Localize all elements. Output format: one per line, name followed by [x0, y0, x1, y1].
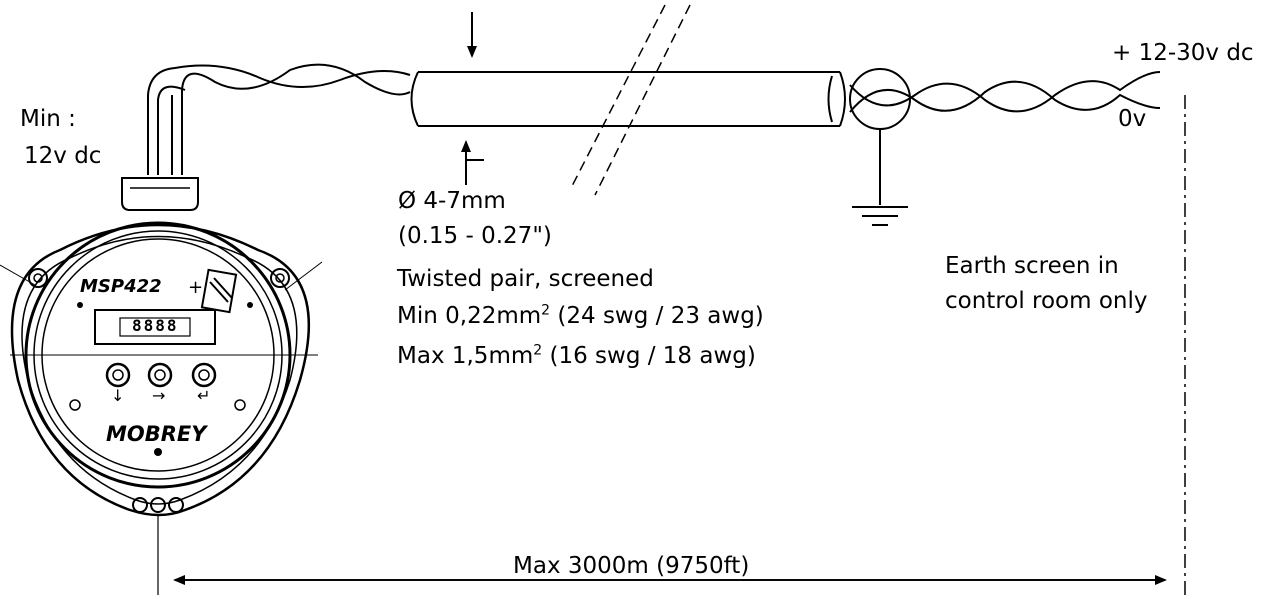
- cable-max-size-label: Max 1,5mm2 (16 swg / 18 awg): [397, 342, 756, 369]
- min-voltage-label-line2: 12v dc: [24, 143, 102, 169]
- earth-screen-label-line2: control room only: [945, 288, 1148, 314]
- device-plus-symbol: +: [188, 277, 204, 298]
- device-button-enter-symbol: ↵: [197, 386, 211, 405]
- earth-ground-icon: [852, 129, 908, 226]
- cable-diameter-mm-label: Ø 4-7mm: [398, 188, 506, 214]
- twisted-pair-left: [147, 63, 411, 175]
- device-button-right-symbol: →: [152, 386, 166, 405]
- twisted-pair-right: [849, 71, 1161, 113]
- cable-sheath: [410, 71, 846, 127]
- device-display-digits: 8888: [132, 316, 179, 335]
- cable-diameter-in-label: (0.15 - 0.27"): [398, 223, 552, 249]
- supply-positive-label: + 12-30v dc: [1112, 40, 1254, 66]
- device-button-down-symbol: ↓: [111, 386, 125, 405]
- cable-break-lines: [569, 4, 691, 196]
- max-distance-label: Max 3000m (9750ft): [513, 553, 750, 579]
- screen-ferrule: [849, 68, 911, 130]
- cable-type-label: Twisted pair, screened: [397, 266, 654, 292]
- min-voltage-label-line1: Min :: [20, 106, 76, 132]
- device-brand-label: MOBREY: [106, 422, 207, 446]
- supply-zero-label: 0v: [1118, 106, 1147, 132]
- diameter-arrows: [461, 12, 484, 185]
- cable-min-size-label: Min 0,22mm2 (24 swg / 23 awg): [397, 302, 764, 329]
- earth-screen-label-line1: Earth screen in: [945, 253, 1119, 279]
- device-model-label: MSP422: [80, 276, 162, 297]
- device-msp422: [0, 177, 323, 517]
